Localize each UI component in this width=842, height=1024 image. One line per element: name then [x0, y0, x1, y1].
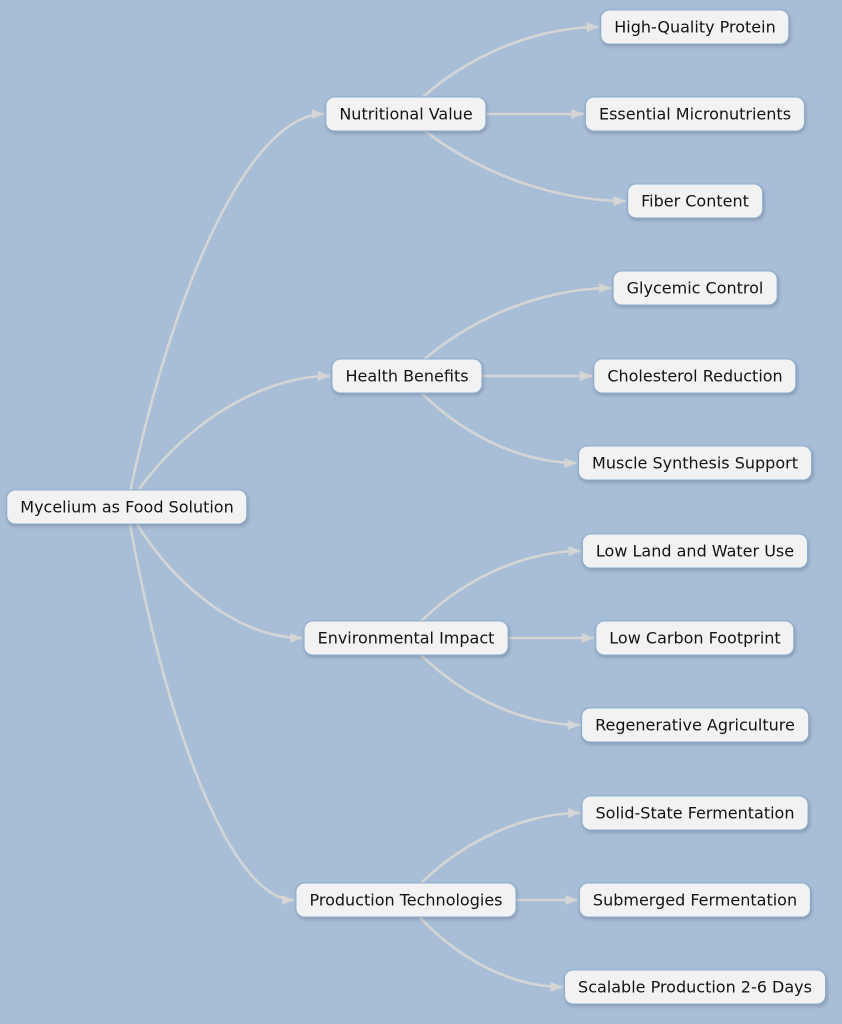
leaf-node-submerged-fermentation: Submerged Fermentation: [578, 882, 812, 918]
leaf-node-solid-state-fermentation: Solid-State Fermentation: [581, 795, 809, 831]
leaf-node-essential-micronutrients: Essential Micronutrients: [584, 96, 806, 132]
leaf-node-cholesterol-reduction: Cholesterol Reduction: [593, 358, 797, 394]
leaf-node-scalable-production-2-6-days: Scalable Production 2-6 Days: [564, 969, 826, 1005]
leaf-node-low-carbon-footprint: Low Carbon Footprint: [595, 620, 795, 656]
leaf-node-regenerative-agriculture: Regenerative Agriculture: [581, 707, 809, 743]
branch-node-nutritional-value: Nutritional Value: [325, 96, 487, 132]
leaf-node-glycemic-control: Glycemic Control: [612, 270, 778, 306]
branch-node-environmental-impact: Environmental Impact: [303, 620, 509, 656]
branch-node-production-technologies: Production Technologies: [295, 882, 517, 918]
leaf-node-low-land-and-water-use: Low Land and Water Use: [581, 533, 809, 569]
root-node-mycelium-as-food-solution: Mycelium as Food Solution: [6, 489, 248, 525]
leaf-node-high-quality-protein: High-Quality Protein: [600, 9, 790, 45]
leaf-node-muscle-synthesis-support: Muscle Synthesis Support: [578, 445, 812, 481]
branch-node-health-benefits: Health Benefits: [331, 358, 483, 394]
leaf-node-fiber-content: Fiber Content: [627, 183, 763, 219]
